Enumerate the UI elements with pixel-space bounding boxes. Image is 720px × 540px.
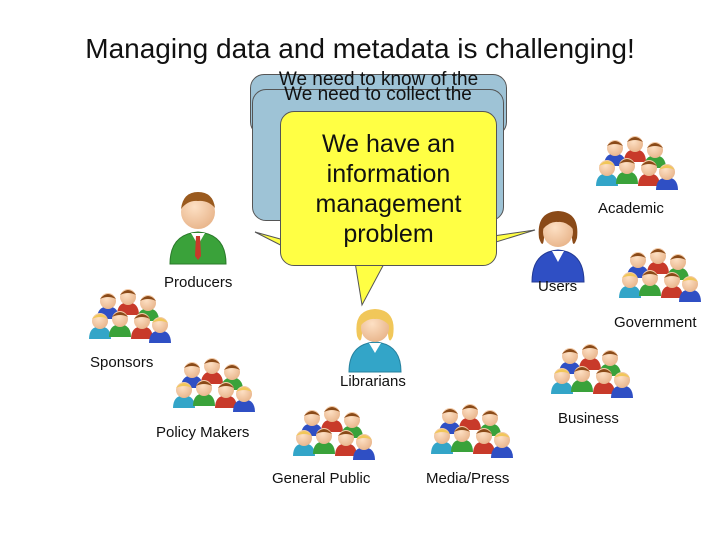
label-media-press: Media/Press bbox=[426, 470, 509, 487]
sponsors-group-icon bbox=[89, 289, 171, 343]
label-librarians: Librarians bbox=[340, 373, 406, 390]
label-general-public: General Public bbox=[272, 470, 370, 487]
label-users: Users bbox=[538, 278, 577, 295]
general-public-group-icon bbox=[293, 406, 375, 460]
government-group-icon bbox=[619, 248, 701, 302]
academic-group-icon bbox=[596, 136, 678, 190]
label-academic: Academic bbox=[598, 200, 664, 217]
user-person-icon bbox=[532, 211, 584, 282]
policy-makers-group-icon bbox=[173, 358, 255, 412]
business-group-icon bbox=[551, 344, 633, 398]
label-government: Government bbox=[614, 314, 697, 331]
librarian-person-icon bbox=[349, 309, 401, 372]
producer-person-icon bbox=[170, 192, 226, 264]
media-press-group-icon bbox=[431, 404, 513, 458]
label-producers: Producers bbox=[164, 274, 232, 291]
label-policy-makers: Policy Makers bbox=[156, 424, 249, 441]
label-business: Business bbox=[558, 410, 619, 427]
label-sponsors: Sponsors bbox=[90, 354, 153, 371]
